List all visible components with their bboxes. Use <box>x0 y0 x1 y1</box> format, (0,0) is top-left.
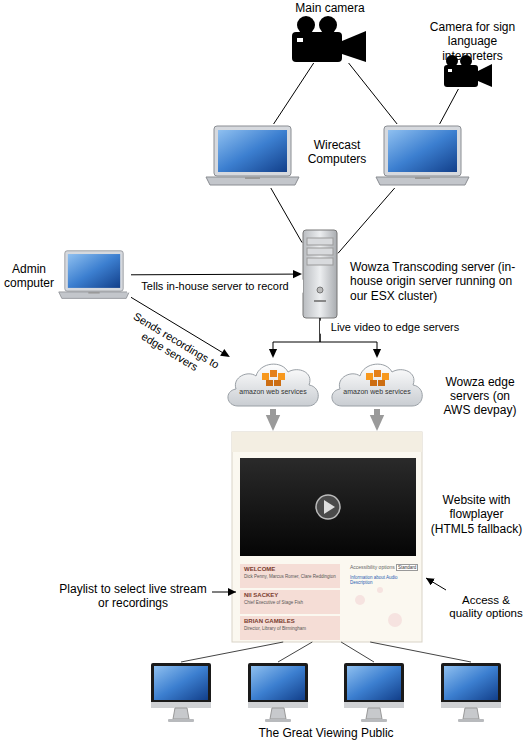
arrow-head <box>220 349 230 357</box>
laptop-node: Admin computer <box>58 250 130 300</box>
node-text: Admin computer <box>2 262 56 291</box>
connector-line <box>273 318 320 351</box>
node-text: Wowza Transcoding server (in-house origi… <box>350 260 522 303</box>
monitor-icon <box>248 663 308 722</box>
text-label: Playlist to select live stream or record… <box>58 583 208 611</box>
laptop-icon <box>59 251 129 299</box>
camera-node: Main camera <box>292 16 367 62</box>
laptop-node <box>375 125 470 187</box>
arrow-head <box>293 270 302 278</box>
arrow-head <box>266 415 280 431</box>
node-text: amazon web services <box>233 388 313 396</box>
connector <box>338 188 395 253</box>
text-label: Chief Executive of Stage Fish <box>244 600 338 605</box>
connector <box>271 188 302 243</box>
connector-line <box>341 642 374 662</box>
connector <box>269 318 320 358</box>
connector <box>131 270 302 278</box>
server-node: Wowza Transcoding server (in-house origi… <box>303 230 337 318</box>
edge-label: Sends recordings to edge servers <box>118 306 227 385</box>
camera-node: Camera for sign language interpreters <box>444 54 492 88</box>
connector <box>274 63 314 124</box>
laptop-icon <box>376 126 469 185</box>
monitor-node <box>150 662 212 724</box>
laptop-node: Wirecast Computers <box>205 125 300 187</box>
connector-line <box>131 274 295 276</box>
monitor-icon <box>151 663 211 722</box>
connector-line <box>338 188 395 253</box>
text-label: Dick Penny, Marcus Romer, Clare Reddingt… <box>244 574 338 579</box>
connector-line <box>370 642 471 662</box>
leader-arrow <box>212 592 236 593</box>
connector <box>349 63 398 124</box>
monitor-node <box>247 662 309 724</box>
arrow-head <box>373 349 381 358</box>
text-label: Standard <box>396 564 418 571</box>
connector-line <box>349 63 398 124</box>
connector <box>266 409 280 431</box>
edge-label: Tells in-house server to record <box>127 280 303 293</box>
connector <box>341 642 374 662</box>
arrow-head <box>269 349 277 358</box>
connector <box>370 642 471 662</box>
connector <box>181 642 283 662</box>
text-label: Information about Audio Description <box>350 575 420 585</box>
website-node: Website with flowplayer (HTML5 fallback) <box>232 432 422 642</box>
connector-line <box>274 63 314 124</box>
node-text: Website with flowplayer (HTML5 fallback) <box>428 493 525 536</box>
text-label: Wowza edge servers (on AWS devpay) <box>436 376 524 417</box>
camera-icon <box>292 16 366 62</box>
leader-arrow <box>426 578 446 590</box>
text-label: Accessibility options <box>350 565 396 571</box>
node-text: Wirecast Computers <box>301 138 373 167</box>
monitor-icon <box>344 663 404 722</box>
node-text: Main camera <box>279 1 381 15</box>
connector-line <box>271 188 302 243</box>
text-label: Access & quality options <box>446 594 526 620</box>
arrow-head <box>370 415 384 431</box>
connector <box>370 409 384 431</box>
cloud-node: amazon web services <box>224 358 322 408</box>
monitor-node <box>440 662 502 724</box>
cloud-node: amazon web services <box>328 358 426 408</box>
edge-label: Live video to edge servers <box>320 321 470 334</box>
text-label: NII SACKEY <box>244 592 338 599</box>
text-label: BRIAN GAMBLES <box>244 618 338 625</box>
connector-line <box>181 642 283 662</box>
monitor-icon <box>441 663 501 722</box>
connector <box>278 642 312 662</box>
text-label: Director, Library of Birmingham <box>244 626 338 631</box>
connector-line <box>278 642 312 662</box>
cloud-icon <box>332 364 422 406</box>
node-text: Camera for sign language interpreters <box>420 20 525 63</box>
server-icon <box>303 230 337 318</box>
node-text: amazon web services <box>337 388 417 396</box>
text-label: The Great Viewing Public <box>150 727 502 741</box>
connector <box>440 89 459 124</box>
cloud-icon <box>228 364 318 406</box>
monitor-node <box>343 662 405 724</box>
website-screenshot <box>232 432 422 642</box>
text-label: WELCOME <box>244 566 338 573</box>
connector-line <box>440 89 459 124</box>
laptop-icon <box>206 126 299 185</box>
